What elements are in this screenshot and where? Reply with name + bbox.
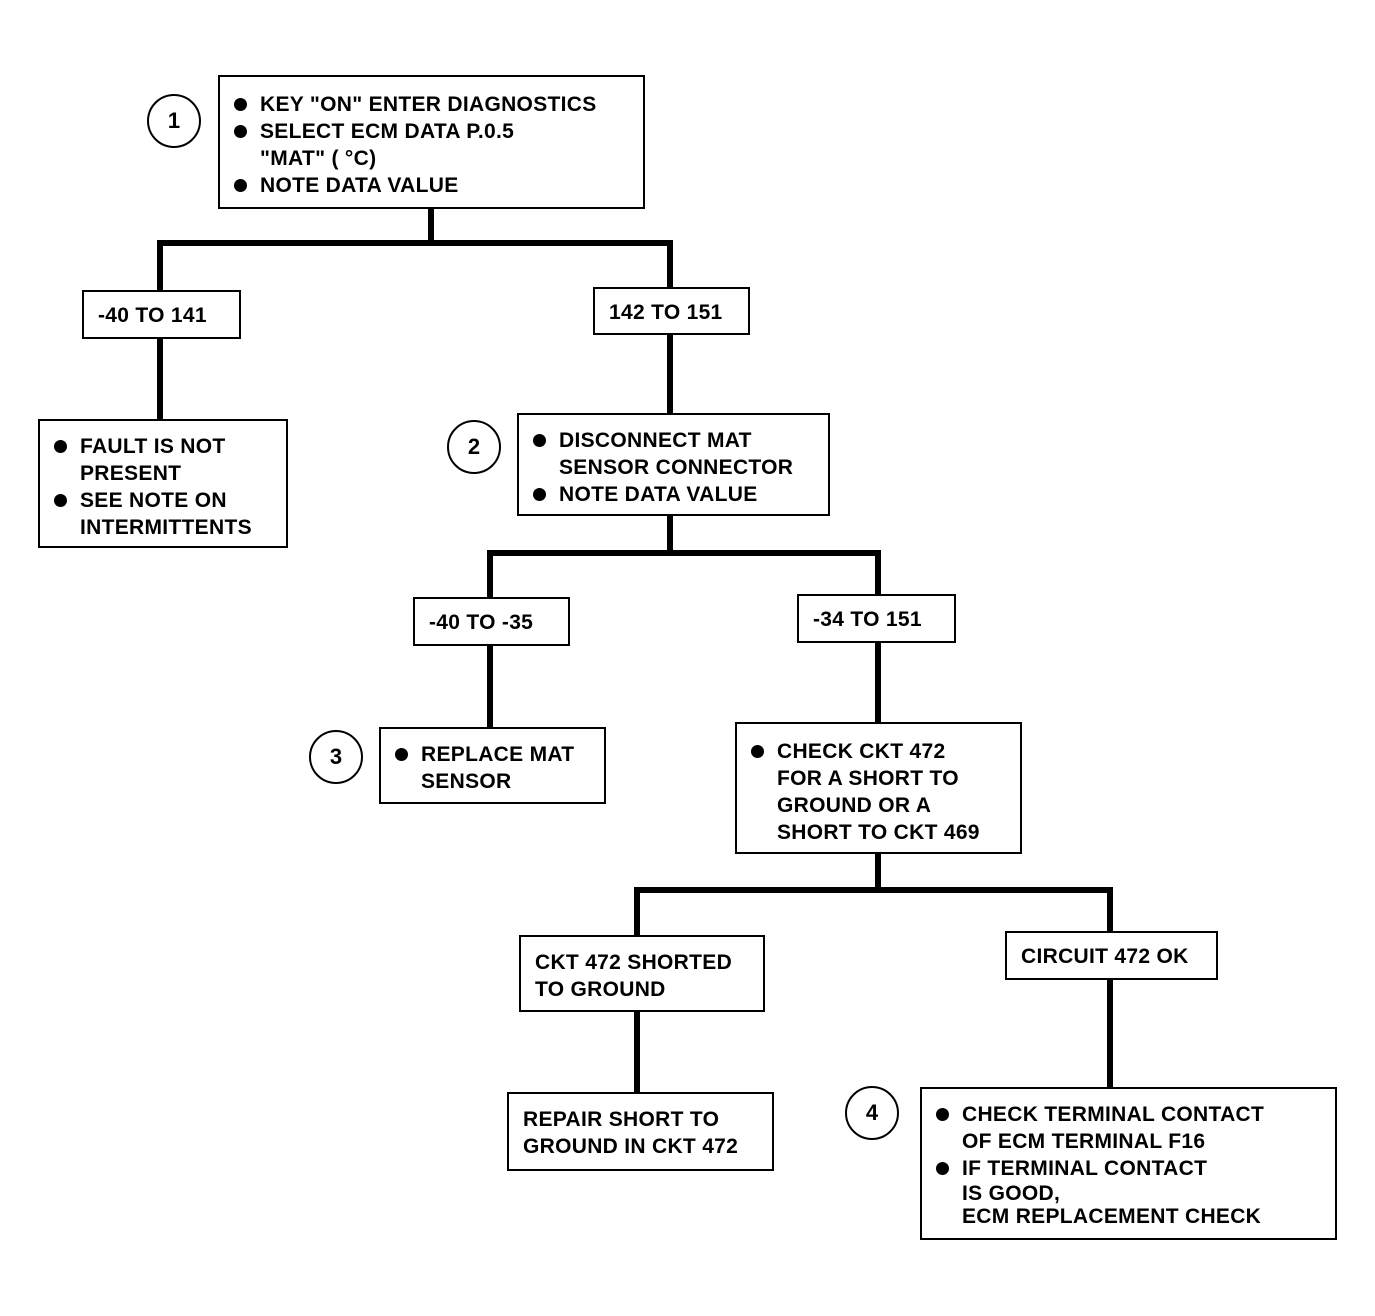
step2-box: DISCONNECT MAT SENSOR CONNECTOR NOTE DAT… bbox=[517, 413, 830, 516]
result-a-line-1: FAULT IS NOT bbox=[54, 433, 276, 460]
range-label-d: -34 TO 151 bbox=[797, 594, 956, 643]
step4-box: CHECK TERMINAL CONTACT OF ECM TERMINAL F… bbox=[920, 1087, 1337, 1240]
step4-line-4: IS GOOD, bbox=[962, 1182, 1061, 1205]
range-label-b: 142 TO 151 bbox=[593, 287, 750, 335]
step4-line-2: OF ECM TERMINAL F16 bbox=[962, 1130, 1206, 1153]
check-ckt-line-3: GROUND OR A bbox=[777, 794, 932, 817]
repair-line-1: REPAIR SHORT TO bbox=[523, 1108, 720, 1131]
repair-line-2: GROUND IN CKT 472 bbox=[523, 1135, 739, 1158]
step-marker-4: 4 bbox=[845, 1086, 899, 1140]
step-marker-1: 1 bbox=[147, 94, 201, 148]
step1-box: KEY "ON" ENTER DIAGNOSTICS SELECT ECM DA… bbox=[218, 75, 645, 209]
step1-line-3: "MAT" ( °C) bbox=[260, 147, 377, 170]
range-label-c-text: -40 TO -35 bbox=[429, 611, 534, 634]
connector-step2-branches bbox=[487, 550, 881, 601]
step4-line-5: ECM REPLACEMENT CHECK bbox=[962, 1205, 1262, 1228]
step2-line-1: DISCONNECT MAT bbox=[533, 427, 818, 454]
check-ckt-line-4: SHORT TO CKT 469 bbox=[777, 821, 980, 844]
circuit-ok-label: CIRCUIT 472 OK bbox=[1005, 931, 1218, 980]
check-ckt-box: CHECK CKT 472 FOR A SHORT TO GROUND OR A… bbox=[735, 722, 1022, 854]
shorted-line-2: TO GROUND bbox=[535, 978, 666, 1001]
result-a-line-2: PRESENT bbox=[80, 462, 182, 485]
range-label-b-text: 142 TO 151 bbox=[609, 301, 723, 324]
step4-line-1: CHECK TERMINAL CONTACT bbox=[936, 1101, 1325, 1128]
step1-line-2: SELECT ECM DATA P.0.5 bbox=[234, 118, 631, 145]
step-marker-2: 2 bbox=[447, 420, 501, 474]
step3-box: REPLACE MAT SENSOR bbox=[379, 727, 606, 804]
circuit-ok-text: CIRCUIT 472 OK bbox=[1021, 945, 1189, 968]
shorted-to-ground-box: CKT 472 SHORTED TO GROUND bbox=[519, 935, 765, 1012]
range-label-a-text: -40 TO 141 bbox=[98, 304, 207, 327]
range-label-d-text: -34 TO 151 bbox=[813, 608, 922, 631]
step1-line-4: NOTE DATA VALUE bbox=[234, 172, 631, 199]
result-a-line-3: SEE NOTE ON bbox=[54, 487, 276, 514]
step1-line-1: KEY "ON" ENTER DIAGNOSTICS bbox=[234, 91, 631, 118]
check-ckt-line-2: FOR A SHORT TO bbox=[777, 767, 959, 790]
check-ckt-line-1: CHECK CKT 472 bbox=[751, 738, 1010, 765]
step3-line-1: REPLACE MAT bbox=[395, 741, 594, 768]
step3-line-2: SENSOR bbox=[421, 770, 512, 793]
range-label-c: -40 TO -35 bbox=[413, 597, 570, 646]
step2-line-3: NOTE DATA VALUE bbox=[533, 481, 818, 508]
step2-line-2: SENSOR CONNECTOR bbox=[559, 456, 794, 479]
shorted-line-1: CKT 472 SHORTED bbox=[535, 951, 733, 974]
repair-short-box: REPAIR SHORT TO GROUND IN CKT 472 bbox=[507, 1092, 774, 1171]
result-a-box: FAULT IS NOT PRESENT SEE NOTE ON INTERMI… bbox=[38, 419, 288, 548]
connector-check-branches bbox=[634, 887, 1113, 938]
range-label-a: -40 TO 141 bbox=[82, 290, 241, 339]
connector-step1-branches bbox=[157, 240, 673, 293]
result-a-line-4: INTERMITTENTS bbox=[80, 516, 252, 539]
step-marker-3: 3 bbox=[309, 730, 363, 784]
step4-line-3: IF TERMINAL CONTACT bbox=[936, 1155, 1325, 1182]
